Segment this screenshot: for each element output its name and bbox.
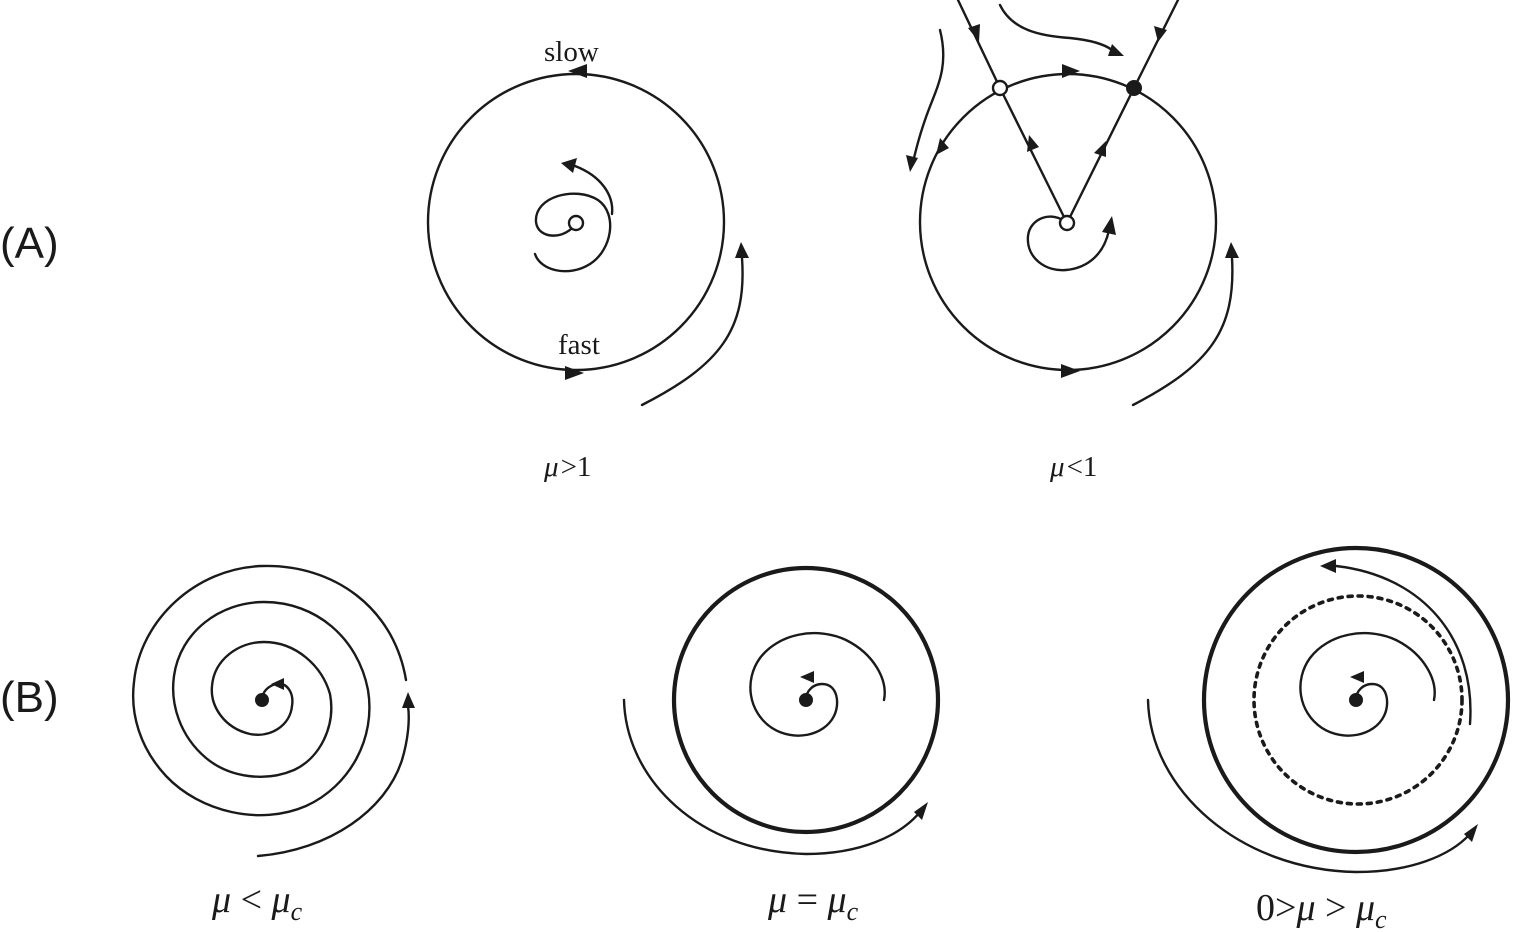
panel-a1: slow fast μ>1 (426, 36, 749, 483)
caption-b3: 0>μ > μc (1256, 887, 1387, 932)
inner-spiral (1026, 215, 1111, 272)
outer-trajectory-arrow (735, 242, 749, 258)
spiral-arrow (1102, 216, 1116, 235)
mu-c-subscript: c (847, 897, 859, 926)
limit-cycle (426, 72, 726, 372)
mu-symbol: μ (1049, 451, 1065, 483)
mu-symbol: μ (1295, 887, 1315, 929)
spiral-arrow (1350, 671, 1364, 683)
between-cycles-arrow (1320, 559, 1336, 573)
panel-b2: μ = μc (622, 565, 941, 926)
panel-b3: 0>μ > μc (1146, 545, 1511, 932)
unstable-limit-cycle (1252, 594, 1464, 806)
incoming-left-arrow (968, 24, 980, 42)
mu-symbol: μ (767, 879, 787, 921)
line-to-saddle (998, 86, 1069, 225)
inner-spiral (749, 631, 886, 737)
relation: > (1316, 887, 1356, 929)
outer-trajectory-arrow (1464, 824, 1478, 842)
outside-top-arrow (1108, 44, 1124, 56)
spiral-arrow (561, 158, 577, 173)
cycle-arrow-bottom (565, 366, 584, 380)
outer-trajectory (1146, 698, 1472, 874)
outer-trajectory-arrow (914, 802, 928, 820)
outer-trajectory (640, 256, 744, 407)
outgoing-trajectory (573, 164, 614, 216)
outer-trajectory (256, 704, 410, 858)
spiral-arrow (800, 671, 814, 683)
outer-trajectory (622, 698, 922, 856)
unstable-fixed-point (1058, 214, 1076, 232)
caption-a1: μ>1 (543, 451, 591, 483)
unstable-focus (799, 693, 813, 707)
circle-arrow-bottom (1061, 364, 1080, 378)
mu-symbol: μ (543, 451, 559, 483)
outer-trajectory (1131, 256, 1234, 407)
caption-b2: μ = μc (767, 879, 859, 926)
panel-b1: μ < μc (132, 564, 415, 926)
slow-label: slow (544, 36, 599, 68)
outside-left-trajectory (911, 28, 945, 164)
relation: < (231, 879, 271, 921)
mu-c-symbol: μ (827, 879, 847, 921)
incoming-right (1132, 0, 1180, 90)
between-cycles-trajectory (1334, 564, 1472, 726)
homoclinic-cycle (671, 565, 941, 835)
incoming-right-arrow (1154, 26, 1167, 42)
mu-c-subscript: c (1375, 905, 1387, 932)
outward-spiral (132, 564, 408, 817)
inner-spiral (1299, 631, 1436, 737)
mu-c-symbol: μ (271, 879, 291, 921)
row-label-a: (A) (0, 219, 59, 268)
stable-limit-cycle (1201, 545, 1511, 855)
circle-arrow-top (1062, 64, 1080, 78)
outside-top-trajectory (998, 3, 1114, 52)
panel-a2: μ<1 (906, 0, 1239, 483)
fast-label: fast (558, 329, 600, 361)
prefix: 0> (1256, 887, 1296, 929)
mu-c-symbol: μ (1355, 887, 1375, 929)
relation: <1 (1067, 451, 1098, 483)
row-label-b: (B) (0, 673, 59, 722)
cycle-arrow-top (568, 64, 587, 78)
unstable-focus (1349, 693, 1363, 707)
mu-symbol: μ (211, 879, 231, 921)
relation: = (787, 879, 827, 921)
relation: >1 (561, 451, 592, 483)
unstable-fixed-point (567, 214, 585, 232)
outside-left-arrow (906, 155, 918, 172)
caption-a2: μ<1 (1049, 451, 1097, 483)
line-to-node (1065, 86, 1136, 225)
caption-b1: μ < μc (211, 879, 303, 926)
spiral-inner-arrow (271, 678, 284, 690)
unstable-focus (255, 693, 269, 707)
outer-trajectory-arrow (1225, 242, 1239, 258)
outer-trajectory-arrow (402, 692, 415, 708)
line-arrow-left (1027, 135, 1039, 152)
line-arrow-right (1094, 141, 1106, 157)
inner-spiral (533, 192, 612, 273)
incoming-left (956, 0, 1002, 90)
circle-arrow-left (936, 138, 949, 155)
saddle-point (991, 79, 1009, 97)
mu-c-subscript: c (291, 897, 303, 926)
stable-node (1126, 80, 1142, 96)
